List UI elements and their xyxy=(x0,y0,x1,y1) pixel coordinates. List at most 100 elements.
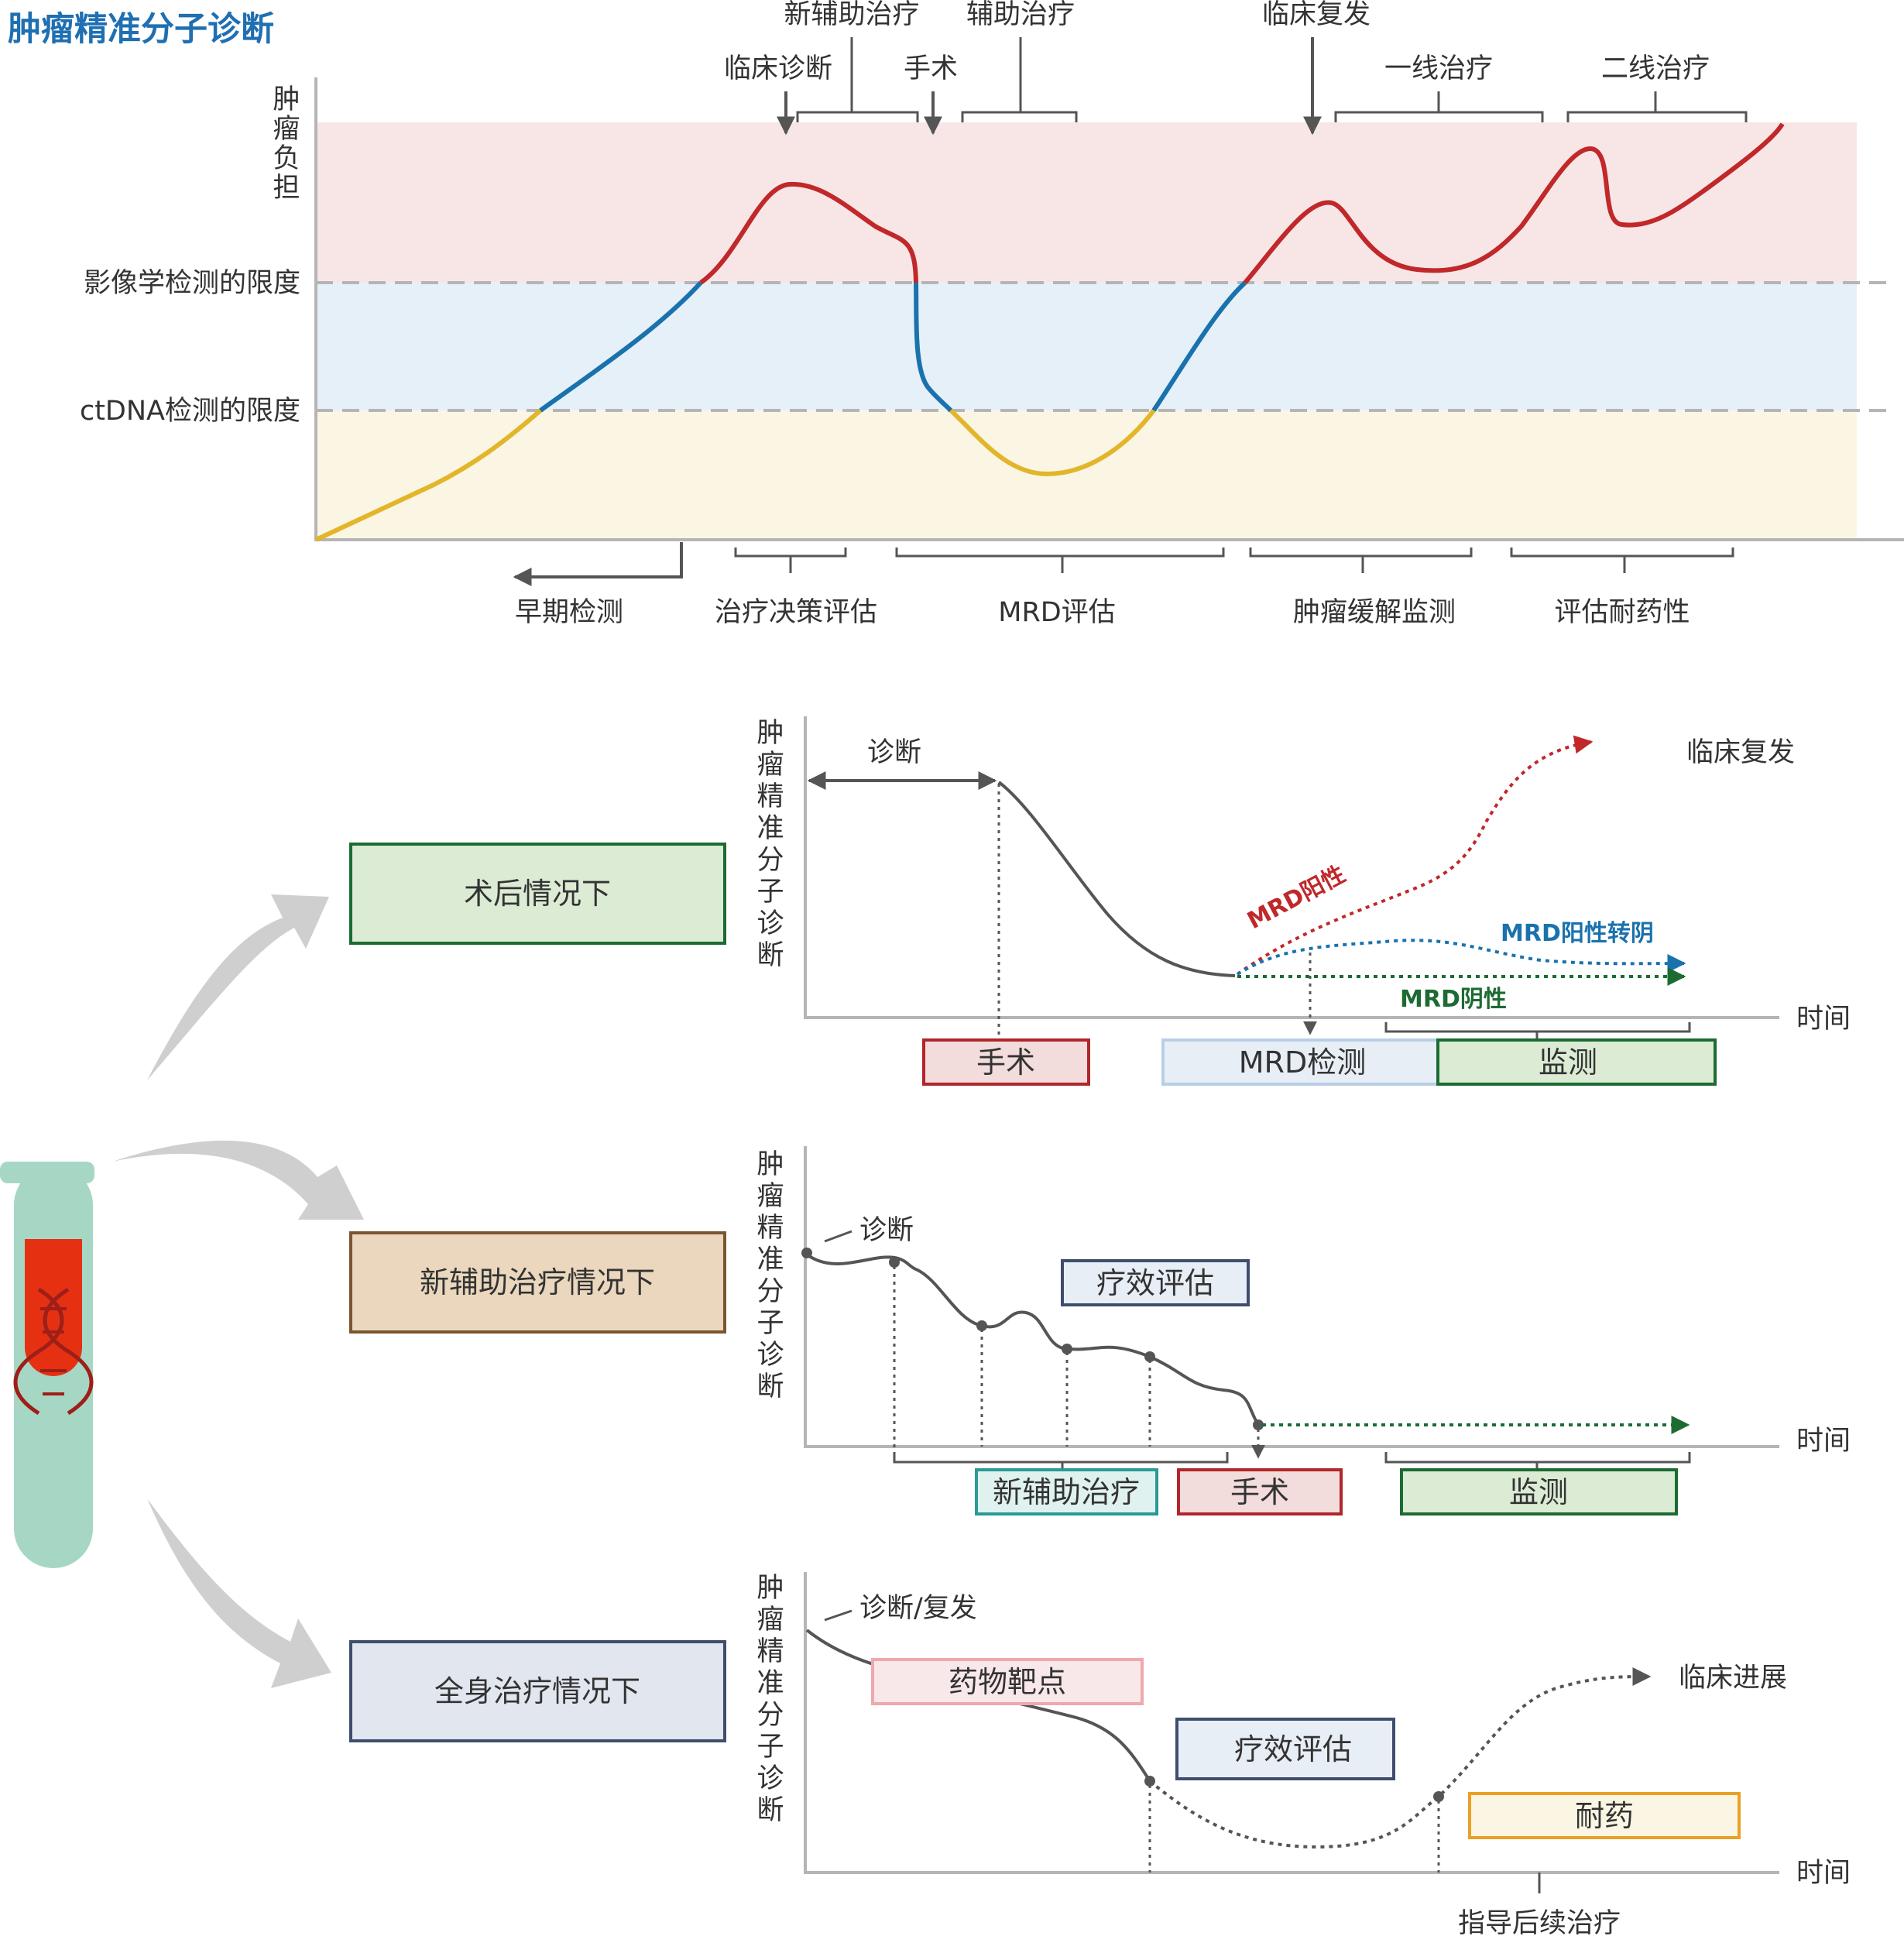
chart1-surgery-label: 手术 xyxy=(976,1045,1035,1080)
chart3-guide-label: 指导后续治疗 xyxy=(1458,1908,1621,1936)
chart2-diagnosis-tick xyxy=(824,1230,853,1243)
chart3-point-resistance xyxy=(1433,1791,1444,1802)
chart1-time-label: 时间 xyxy=(1796,1004,1851,1035)
chart2-monitor-bracket xyxy=(1384,1452,1691,1470)
chart1-diagnosis-label: 诊断 xyxy=(867,737,921,768)
chart3-y-char-3: 准 xyxy=(756,1668,784,1699)
chart3-y-char-7: 断 xyxy=(756,1795,784,1826)
burden-curve-blue-1 xyxy=(539,280,703,413)
chart2-monitor-box xyxy=(1400,1468,1678,1516)
top-y-char-2: 负 xyxy=(273,143,300,174)
chart2-y-char-5: 子 xyxy=(756,1308,784,1339)
band-above-imaging xyxy=(316,122,1857,283)
chart2-point-3 xyxy=(1062,1344,1072,1354)
burden-curve-red-2 xyxy=(1243,122,1785,284)
chart3-resistance-box xyxy=(1468,1792,1741,1839)
band-below-ctdna xyxy=(316,410,1857,538)
scenario-label-neoadjuvant: 新辅助治疗情况下 xyxy=(420,1265,655,1299)
chart2-y-char-1: 瘤 xyxy=(756,1181,784,1212)
scenario-box-neoadjuvant xyxy=(349,1231,726,1334)
chart1-mrd-conversion-label: MRD阳性转阴 xyxy=(1501,920,1654,947)
phase-neoadjuvant: 新辅助治疗 xyxy=(784,0,919,30)
chart3-y-char-4: 分 xyxy=(756,1700,784,1731)
chart2-y-char-4: 分 xyxy=(756,1276,784,1307)
chart1-mrd-positive-label: MRD阳性 xyxy=(1243,860,1350,935)
top-y-char-0: 肿 xyxy=(273,84,300,115)
band-imaging-ctdna xyxy=(316,283,1857,410)
chart2-drop-lines xyxy=(893,1266,1151,1456)
imaging-threshold-label: 影像学检测的限度 xyxy=(84,268,300,299)
bottom-remission-monitoring: 肿瘤缓解监测 xyxy=(1293,597,1456,628)
ctdna-threshold-label: ctDNA检测的限度 xyxy=(80,396,300,427)
phase-second-line: 二线治疗 xyxy=(1601,53,1710,84)
chart2-neoadjuvant-label: 新辅助治疗 xyxy=(993,1475,1140,1509)
chart2-neoadjuvant-bracket xyxy=(893,1452,1229,1470)
bottom-brackets xyxy=(734,548,1734,573)
chart1-y-char-5: 子 xyxy=(756,877,784,908)
curved-arrow-to-neoadjuvant xyxy=(112,1140,364,1220)
scenario-box-systemic xyxy=(349,1640,726,1742)
chart1-monitor-bracket xyxy=(1384,1022,1691,1042)
burden-curve-blue-2 xyxy=(914,282,953,413)
chart2-y-char-3: 准 xyxy=(756,1244,784,1275)
scenario-label-postop: 术后情况下 xyxy=(464,877,611,911)
chart2-monitor-label: 监测 xyxy=(1509,1475,1568,1509)
chart2-point-start xyxy=(801,1248,812,1258)
chart1-decline-curve xyxy=(997,781,1236,977)
chart3-resistance-label: 耐药 xyxy=(1575,1799,1634,1833)
chart2-y-char-6: 诊 xyxy=(756,1340,784,1371)
phase-surgery: 手术 xyxy=(904,53,958,84)
phase-first-line: 一线治疗 xyxy=(1384,53,1493,84)
top-brackets xyxy=(796,37,1748,122)
chart3-point-efficacy xyxy=(1144,1776,1155,1787)
chart1-mrd-box xyxy=(1161,1038,1439,1086)
bottom-mrd-assessment: MRD评估 xyxy=(998,597,1115,628)
chart2-point-1 xyxy=(889,1257,900,1268)
chart2-surgery-label: 手术 xyxy=(1230,1475,1289,1509)
bottom-treatment-decision: 治疗决策评估 xyxy=(715,597,877,628)
chart3-efficacy-label: 疗效评估 xyxy=(1234,1732,1352,1766)
burden-curve-yellow-2 xyxy=(949,408,1156,477)
chart1-y-char-1: 瘤 xyxy=(756,750,784,781)
scenario-box-postop xyxy=(349,843,726,945)
bottom-early-detection: 早期检测 xyxy=(515,597,623,628)
chart1-y-char-4: 分 xyxy=(756,845,784,876)
chart3-y-char-5: 子 xyxy=(756,1732,784,1763)
page-title: 肿瘤精准分子诊断 xyxy=(8,10,274,49)
chart1-mrd-negative-label: MRD阴性 xyxy=(1400,986,1507,1013)
phase-adjuvant: 辅助治疗 xyxy=(966,0,1075,30)
curved-arrow-to-systemic xyxy=(147,1498,331,1688)
chart3-target-box xyxy=(871,1658,1144,1705)
chart3: 时间 诊断/复发 临床进展 指导后续治疗 药物靶点 疗效评估 耐药 xyxy=(804,1572,1851,1936)
burden-curve-red-1 xyxy=(699,181,918,285)
top-y-char-3: 担 xyxy=(273,173,300,204)
chart1: 时间 诊断 临床复发 MRD阳性 MRD阳性转阴 MRD阴性 手术 MRD检测 … xyxy=(804,716,1851,1086)
scenario-label-systemic: 全身治疗情况下 xyxy=(434,1674,640,1708)
chart2: 时间 诊断 疗效评估 新辅助治疗 手术 监测 xyxy=(801,1146,1851,1516)
top-y-char-1: 瘤 xyxy=(273,114,300,145)
blood-tube-icon xyxy=(0,1162,94,1568)
chart2-efficacy-box xyxy=(1061,1259,1250,1306)
chart1-conversion-line xyxy=(1236,939,1686,976)
phase-clinical-diagnosis: 临床诊断 xyxy=(724,53,832,84)
burden-curve-blue-3 xyxy=(1151,280,1247,412)
phase-clinical-relapse: 临床复发 xyxy=(1262,0,1371,30)
chart3-target-label: 药物靶点 xyxy=(949,1665,1066,1699)
chart1-y-char-2: 精 xyxy=(756,781,784,812)
burden-curve-yellow-1 xyxy=(314,408,542,542)
chart2-point-4 xyxy=(1144,1351,1155,1362)
chart1-y-char-0: 肿 xyxy=(756,718,784,749)
chart3-y-char-1: 瘤 xyxy=(756,1605,784,1636)
chart2-time-label: 时间 xyxy=(1796,1426,1851,1457)
chart3-y-char-0: 肿 xyxy=(756,1573,784,1604)
chart1-y-char-6: 诊 xyxy=(756,908,784,939)
chart1-y-char-7: 断 xyxy=(756,940,784,971)
chart1-mrd-label: MRD检测 xyxy=(1239,1045,1366,1080)
chart3-decline-curve xyxy=(805,1629,1151,1783)
chart3-diagnosis-label: 诊断/复发 xyxy=(859,1593,977,1624)
chart1-relapse-label: 临床复发 xyxy=(1686,737,1795,768)
chart2-efficacy-label: 疗效评估 xyxy=(1096,1266,1214,1300)
chart2-diagnosis-label: 诊断 xyxy=(859,1215,914,1246)
